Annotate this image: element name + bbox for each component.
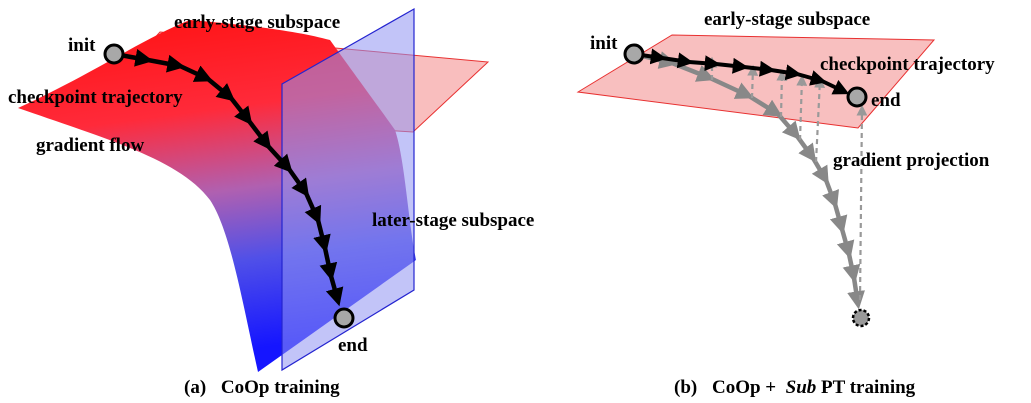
init-label: init [68,35,96,56]
gray-trajectory-segment [847,277,865,310]
trajectory-segment [287,167,310,198]
checkpoint-trajectory-label: checkpoint trajectory [8,87,183,108]
trajectory-segment [688,55,721,72]
trajectory-segment [206,77,236,102]
gray-trajectory-segment [842,253,861,284]
trajectory-segment [147,54,186,73]
gradient-projection-label: gradient projection [833,150,990,171]
left-panel: early-stage subspace init checkpoint tra… [8,7,534,398]
trajectory-segment [661,52,694,69]
end-node [846,86,868,108]
trajectory-segment [247,119,272,151]
early-subspace-label: early-stage subspace [174,12,340,33]
trajectory-segment [179,63,213,82]
right-caption-text-italic: Sub [786,377,817,398]
later-subspace-label: later-stage subspace [372,210,534,231]
projection-arrow [814,76,826,163]
end-label: end [871,90,901,111]
left-caption-text: CoOp training [221,377,340,398]
checkpoint-trajectory [113,48,344,307]
projection-arrow [796,74,808,141]
gray-trajectory-segment [747,94,783,117]
end-label: end [338,335,368,356]
trajectory-segment [325,275,344,307]
left-caption-prefix: (a) [184,377,206,398]
gray-trajectory-segment [709,75,754,99]
right-caption: (b) CoOp + Sub PT training [674,377,916,398]
trajectory-segment [743,60,776,77]
gray-trajectory-segment [829,203,848,235]
init-node [103,43,125,65]
trajectory-segment [319,247,338,282]
trajectory-segment [821,79,850,95]
gray-trajectory-segment [822,179,840,210]
trajectory-segment [313,219,331,254]
trajectory-segment [266,144,293,173]
checkpoint-trajectory [633,48,850,95]
trajectory-segment [796,70,827,86]
gray-trajectory-segment [836,228,855,260]
gradient-flow-label: gradient flow [36,135,144,156]
original-end-node [851,308,871,328]
projection-arrow [776,69,788,118]
init-label: init [590,33,618,54]
trajectory-segment [229,96,253,126]
left-caption: (a) CoOp training [184,377,340,398]
gray-trajectory-segment [776,112,801,141]
projection-arrow [856,104,868,301]
right-caption-prefix: (b) [674,377,697,398]
right-caption-text-2: PT training [821,377,916,398]
later-stage-plane [281,7,415,372]
trajectory-segment [303,192,322,225]
end-node [333,307,355,329]
checkpoint-trajectory-label: checkpoint trajectory [820,54,995,75]
trajectory-segment [770,64,802,81]
init-node [623,43,645,65]
early-subspace-label: early-stage subspace [704,9,870,30]
right-caption-text-1: CoOp + [712,377,781,398]
right-panel: early-stage subspace init checkpoint tra… [576,9,995,398]
trajectory-segment [715,57,749,74]
